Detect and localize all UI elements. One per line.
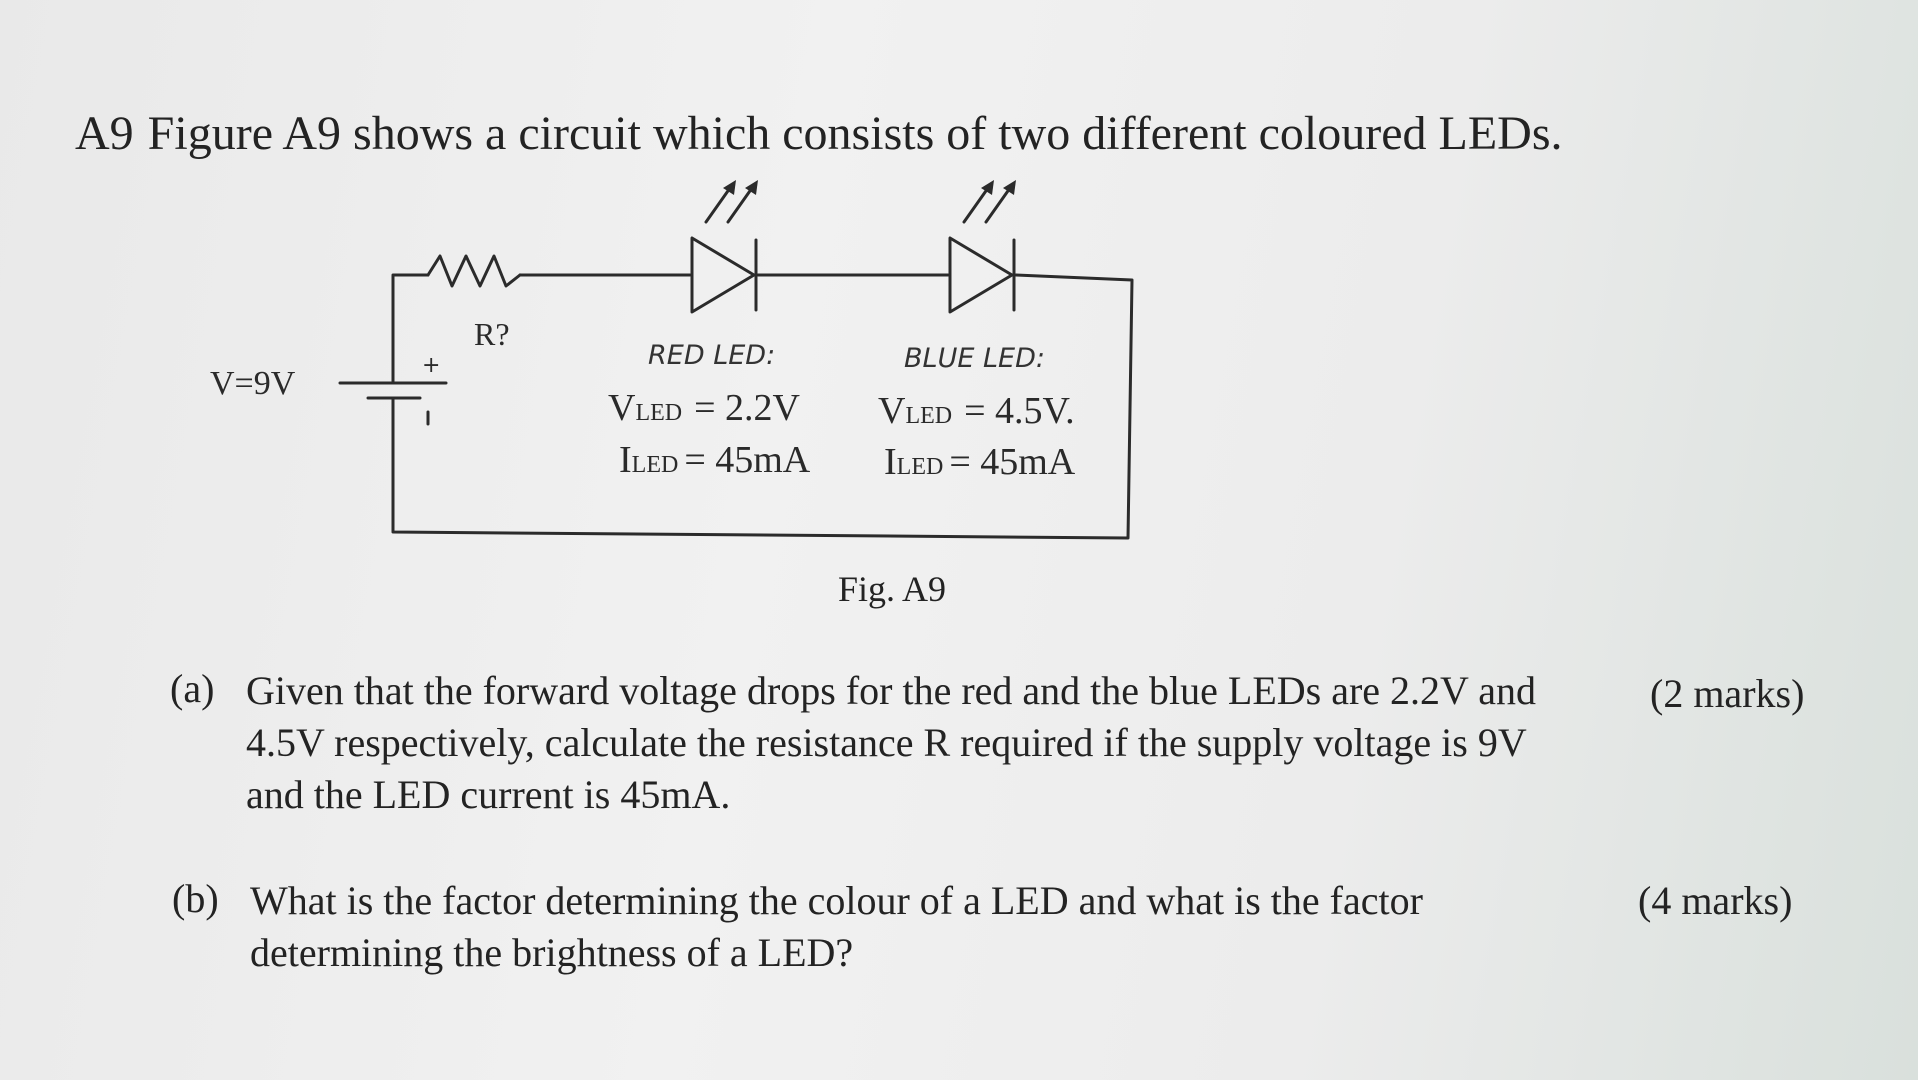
battery-plus-sign: + [422,353,440,378]
figure-caption: Fig. A9 [838,569,947,609]
part-a-marks: (2 marks) [1650,671,1805,716]
red-led-arrow-1 [704,186,732,224]
wire-left-top [391,273,430,342]
question-number: A9 [75,107,134,160]
arrowhead-icon [981,180,994,195]
part-a-label: (a) [170,666,215,711]
question-heading-text: Figure A9 shows a circuit which consists… [147,107,1563,160]
resistor-label: R? [474,316,510,352]
red-led-title: RED LED: [648,340,775,371]
red-led-arrow-2 [726,186,754,224]
red-led-voltage: VLED= 2.2V [608,387,801,429]
blue-led-title: BLUE LED: [904,343,1045,374]
arrowhead-icon [745,180,758,195]
blue-led-arrow-2 [984,186,1012,224]
red-led-current: ILED= 45mA [619,439,811,481]
red-led-diode [690,236,756,314]
blue-led-arrow-1 [962,186,990,224]
blue-led-current: ILED= 45mA [884,441,1076,483]
blue-led-diode [948,236,1014,314]
supply-voltage-label: V=9V [210,365,296,402]
part-a-text: Given that the forward voltage drops for… [246,668,1536,817]
wire-right [391,273,1134,540]
part-b-marks: (4 marks) [1638,878,1793,923]
arrowhead-icon [1003,180,1016,195]
arrowhead-icon [723,180,736,195]
blue-led-voltage: VLED= 4.5V. [878,390,1075,432]
part-b-label: (b) [172,876,219,921]
part-b-text: What is the factor determining the colou… [250,878,1423,975]
resistor-symbol [426,254,522,288]
